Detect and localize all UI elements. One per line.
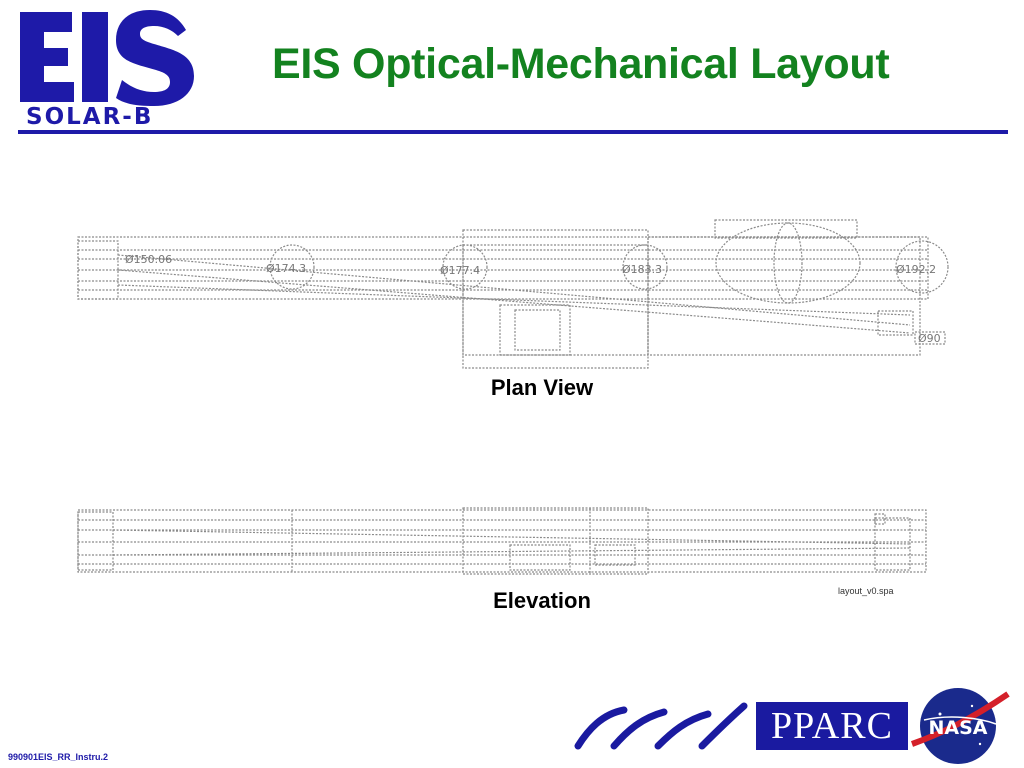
dimension-label: Ø183.3 — [622, 263, 662, 276]
eis-solar-b-logo: SOLAR-B — [20, 10, 194, 130]
dimension-label: Ø90 — [918, 332, 941, 345]
dimension-label: Ø177.4 — [440, 264, 480, 277]
elevation-drawing — [77, 507, 927, 575]
pparc-logo-text: PPARC — [771, 705, 893, 747]
dimension-label: Ø174.3 — [266, 262, 306, 275]
header-divider — [18, 130, 1008, 134]
dimension-label: Ø192.2 — [896, 263, 936, 276]
elevation-caption: Elevation — [493, 588, 591, 613]
document-id: 990901EIS_RR_Instru.2 — [8, 752, 109, 762]
plan-view-drawing: Ø150.06 Ø174.3 Ø177.4 Ø183.3 Ø192.2 Ø90 — [77, 219, 949, 369]
page-title: EIS Optical-Mechanical Layout — [272, 40, 890, 88]
isas-logo — [574, 702, 748, 750]
plan-view-caption: Plan View — [490, 375, 594, 400]
drawing-file-note: layout_v0.spa — [838, 586, 894, 596]
logo-sub-text: SOLAR-B — [26, 104, 153, 130]
nasa-logo: NASA — [910, 688, 1010, 764]
pparc-logo: PPARC — [756, 702, 908, 750]
dimension-label: Ø150.06 — [125, 253, 172, 266]
nasa-logo-text: NASA — [929, 717, 988, 739]
